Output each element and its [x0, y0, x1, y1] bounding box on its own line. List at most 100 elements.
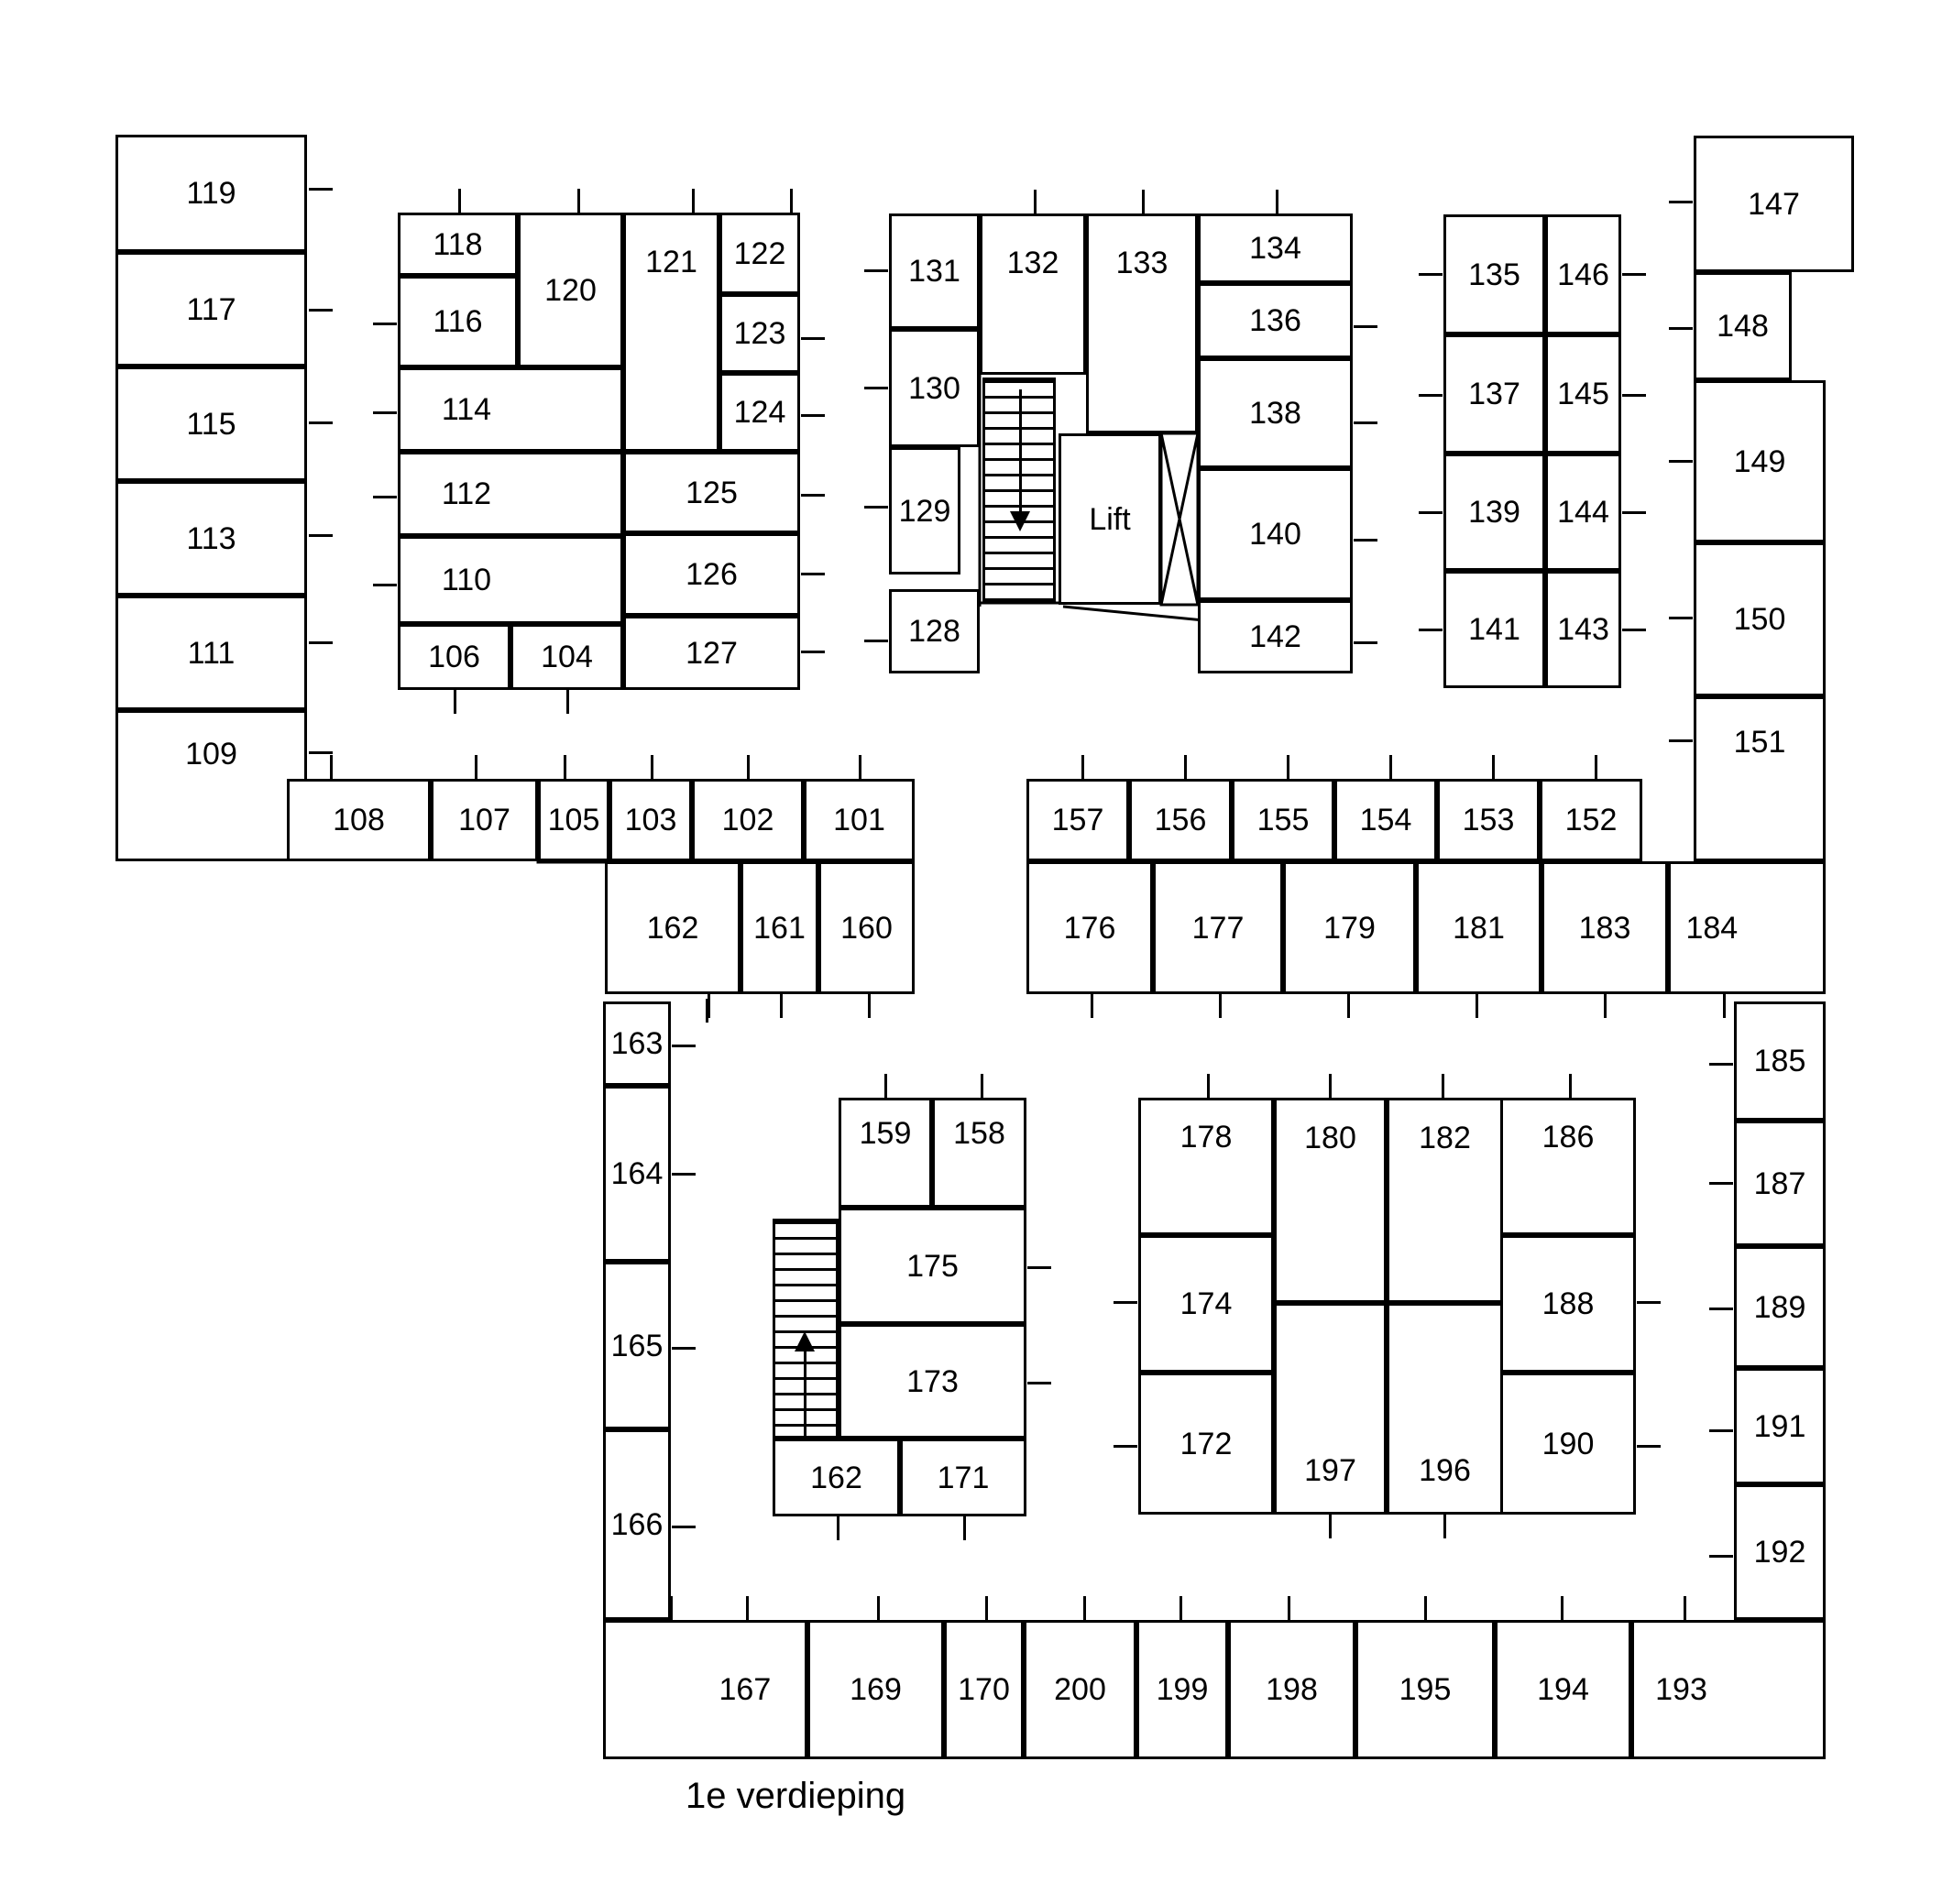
door-tick	[708, 994, 710, 1018]
room-label: 177	[1191, 910, 1245, 946]
room-123: 123	[719, 294, 800, 373]
room-150: 150	[1694, 542, 1826, 696]
door-tick	[373, 584, 397, 586]
door-tick	[1723, 994, 1726, 1018]
room-label: 196	[1419, 1453, 1471, 1488]
room-label: 199	[1156, 1672, 1209, 1707]
door-tick	[475, 755, 477, 779]
room-159: 159	[839, 1098, 932, 1208]
room-141: 141	[1443, 571, 1545, 688]
room-106: 106	[398, 624, 510, 690]
door-tick	[1219, 994, 1222, 1018]
room-label: 107	[458, 803, 510, 837]
door-tick	[330, 755, 333, 779]
room-label: 134	[1249, 231, 1301, 266]
door-tick	[672, 1526, 696, 1528]
door-tick	[1354, 325, 1377, 328]
door-tick	[1684, 1596, 1686, 1620]
room-102: 102	[692, 779, 804, 861]
room-153: 153	[1437, 779, 1540, 861]
room-label: 180	[1304, 1121, 1356, 1156]
room-136: 136	[1198, 283, 1353, 358]
room-label: 138	[1249, 396, 1301, 431]
room-165: 165	[603, 1262, 671, 1429]
room-120: 120	[518, 213, 623, 367]
room-label: 164	[610, 1156, 664, 1191]
door-tick	[309, 421, 333, 424]
room-label: 187	[1753, 1165, 1806, 1201]
room-132: 132	[980, 213, 1086, 375]
door-tick	[877, 1596, 880, 1620]
door-tick	[1569, 1074, 1572, 1098]
room-label: 125	[686, 475, 738, 510]
room-122: 122	[719, 213, 800, 294]
room-178: 178	[1138, 1098, 1274, 1235]
room-label: 193	[1655, 1672, 1707, 1707]
room-label: 116	[433, 304, 483, 339]
door-tick	[1476, 994, 1478, 1018]
room-167: 167	[603, 1620, 807, 1759]
door-tick	[1288, 1596, 1290, 1620]
door-tick	[1637, 1445, 1661, 1448]
door-tick	[1419, 511, 1443, 514]
door-tick	[1492, 755, 1495, 779]
door-tick	[801, 414, 825, 417]
stairs-arrow-down-icon	[1019, 389, 1022, 513]
room-119: 119	[115, 135, 307, 252]
door-tick	[1709, 1555, 1733, 1558]
room-label: 178	[1179, 1120, 1233, 1155]
room-186: 186	[1500, 1098, 1636, 1235]
door-tick	[747, 755, 750, 779]
door-tick	[1622, 629, 1646, 631]
room-149: 149	[1694, 380, 1826, 542]
room-label: 144	[1557, 495, 1609, 530]
door-tick	[790, 189, 793, 213]
room-172: 172	[1138, 1373, 1274, 1515]
door-tick	[859, 755, 861, 779]
room-label: 151	[1733, 724, 1786, 760]
room-label: 172	[1179, 1426, 1233, 1461]
door-tick	[672, 1173, 696, 1176]
room-label: 156	[1154, 803, 1207, 837]
room-label: 112	[441, 476, 492, 511]
room-135: 135	[1443, 214, 1545, 334]
room-label: 105	[547, 803, 600, 837]
door-tick	[1114, 1445, 1137, 1448]
room-127: 127	[623, 616, 800, 690]
room-129: 129	[889, 447, 960, 574]
room-label: 146	[1557, 257, 1609, 292]
room-label: 109	[185, 736, 237, 771]
room-label: Lift	[1089, 501, 1131, 537]
door-tick	[1424, 1596, 1427, 1620]
door-tick	[1561, 1596, 1563, 1620]
door-tick	[864, 506, 888, 509]
room-label: 185	[1753, 1044, 1806, 1078]
room-label: 154	[1359, 803, 1412, 837]
room-label: 181	[1453, 910, 1505, 946]
room-161: 161	[741, 861, 818, 994]
room-label: 131	[908, 254, 960, 289]
room-label: 165	[610, 1328, 664, 1363]
room-190: 190	[1500, 1373, 1636, 1515]
door-tick	[1419, 629, 1443, 631]
room-125: 125	[623, 452, 800, 533]
room-146: 146	[1545, 214, 1621, 334]
room-140: 140	[1198, 468, 1353, 600]
room-label: 189	[1753, 1289, 1806, 1325]
room-label: 136	[1249, 303, 1301, 338]
room-label: 160	[840, 910, 893, 946]
door-tick	[564, 755, 566, 779]
room-158: 158	[932, 1098, 1026, 1208]
room-label: 176	[1063, 910, 1116, 946]
room-label: 114	[441, 392, 492, 427]
room-label: 192	[1753, 1535, 1806, 1570]
room-label: 128	[908, 614, 960, 649]
room-103: 103	[609, 779, 692, 861]
room-163: 163	[603, 1001, 671, 1086]
room-170: 170	[944, 1620, 1024, 1759]
room-171: 171	[900, 1439, 1026, 1516]
door-tick	[1419, 273, 1443, 276]
room-label: 194	[1537, 1672, 1589, 1707]
room-label: 163	[610, 1026, 664, 1061]
room-label: 129	[898, 493, 951, 529]
